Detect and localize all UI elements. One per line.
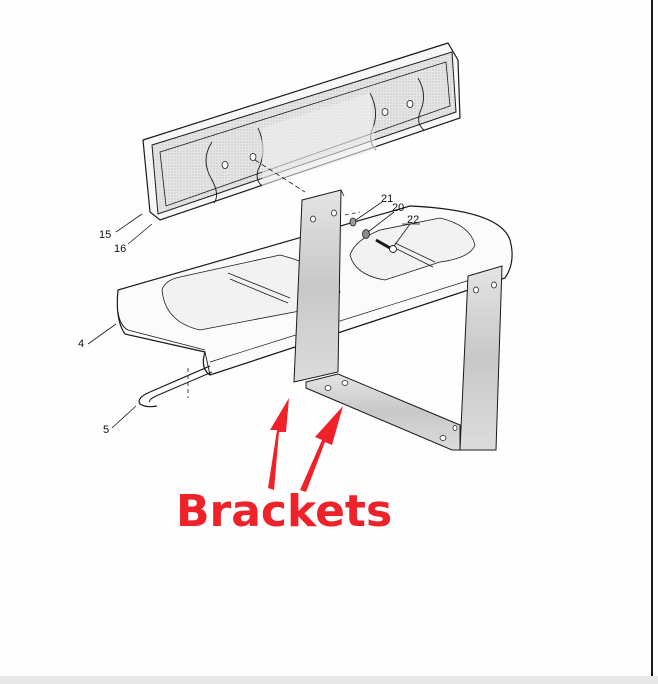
seat-back — [142, 42, 461, 221]
right-bracket — [305, 265, 503, 451]
bolt-22 — [389, 245, 397, 253]
callout-21: 21 — [381, 193, 394, 205]
lock-washer-21 — [349, 217, 357, 227]
brackets-annotation-label: Brackets — [176, 486, 393, 537]
arrow-icon — [268, 398, 289, 490]
annotation-arrows — [268, 398, 343, 492]
callout-4: 4 — [78, 338, 85, 350]
leader-lines — [87, 201, 420, 429]
page-right-border — [651, 0, 653, 676]
flat-washer-20 — [362, 229, 370, 239]
page-bottom-strip — [0, 676, 658, 684]
arrow-icon — [300, 406, 343, 492]
fastener-hardware — [349, 217, 397, 253]
callout-16: 16 — [114, 243, 127, 255]
callout-15: 15 — [99, 229, 112, 241]
left-bracket — [293, 189, 361, 383]
hinge-rod — [138, 365, 213, 408]
callout-20: 20 — [392, 202, 405, 214]
callout-5: 5 — [103, 424, 110, 436]
callout-22: 22 — [407, 214, 420, 226]
